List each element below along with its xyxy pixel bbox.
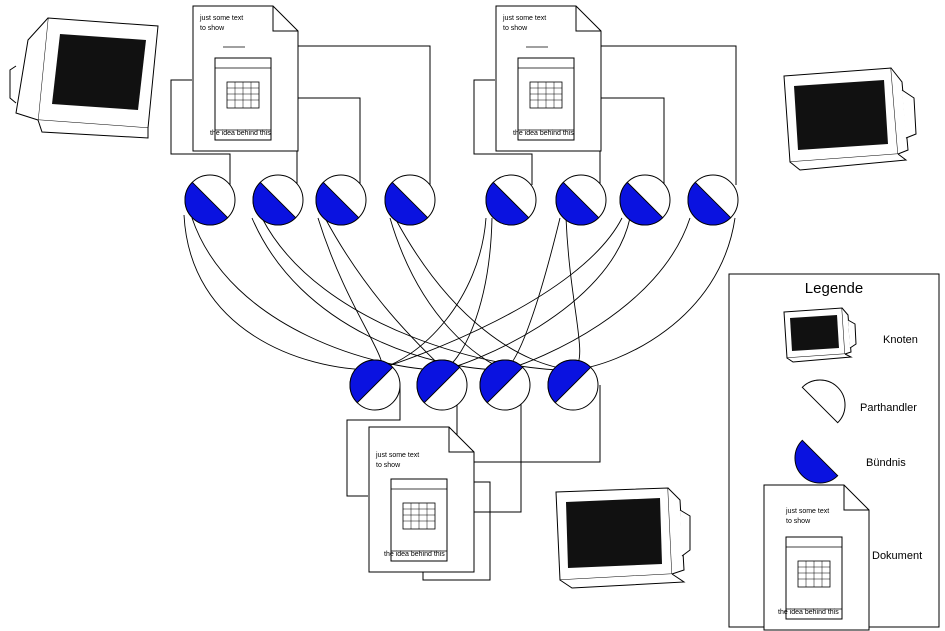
legend-node-icon (783, 307, 857, 363)
document-text-top: just some text (785, 508, 829, 515)
buendnis-circle (384, 174, 436, 226)
buendnis-circle (619, 174, 671, 226)
buendnis-circle (252, 174, 304, 226)
buendnis-circle (687, 174, 739, 226)
document-text-sub: to show (376, 462, 401, 469)
document-text-sub: to show (503, 25, 528, 32)
legend-title: Legende (805, 280, 863, 297)
buendnis-circle (349, 359, 401, 411)
node-monitor-top-left (9, 17, 159, 139)
document-text-top: just some text (199, 15, 243, 22)
buendnis-circles-top (184, 174, 739, 226)
document-text-top: just some text (375, 452, 419, 459)
node-monitor-bottom-right (555, 487, 691, 589)
buendnis-circle (479, 359, 531, 411)
document-caption: the idea behind this (384, 551, 445, 558)
document-top-right: just some text to show the idea behind t… (495, 5, 602, 152)
legend-buendnis-icon (794, 439, 839, 484)
buendnis-circles-bottom (349, 359, 599, 411)
legend-label-knoten: Knoten (883, 334, 918, 346)
document-caption: the idea behind this (210, 130, 271, 137)
link-curves (183, 214, 736, 371)
document-top-left: just some text to show the idea behind t… (192, 5, 299, 152)
legend-label-dokument: Dokument (872, 550, 922, 562)
buendnis-circle (485, 174, 537, 226)
legend: Legende Knoten Parthandler Bündnis just … (728, 273, 940, 631)
buendnis-circle (547, 359, 599, 411)
document-bottom: just some text to show the idea behind t… (368, 426, 475, 573)
legend-label-buendnis: Bündnis (866, 457, 906, 469)
legend-label-parthandler: Parthandler (860, 402, 917, 414)
legend-parthandler-icon (801, 379, 846, 424)
document-text-sub: to show (200, 25, 225, 32)
node-monitor-top-right (783, 67, 917, 171)
document-text-sub: to show (786, 518, 811, 525)
buendnis-circle (315, 174, 367, 226)
legend-document-icon: just some text to show the idea behind t… (763, 484, 870, 631)
document-caption: the idea behind this (513, 130, 574, 137)
buendnis-circle (555, 174, 607, 226)
buendnis-circle (184, 174, 236, 226)
document-caption: the idea behind this (778, 609, 839, 616)
document-text-top: just some text (502, 15, 546, 22)
buendnis-circle (416, 359, 468, 411)
